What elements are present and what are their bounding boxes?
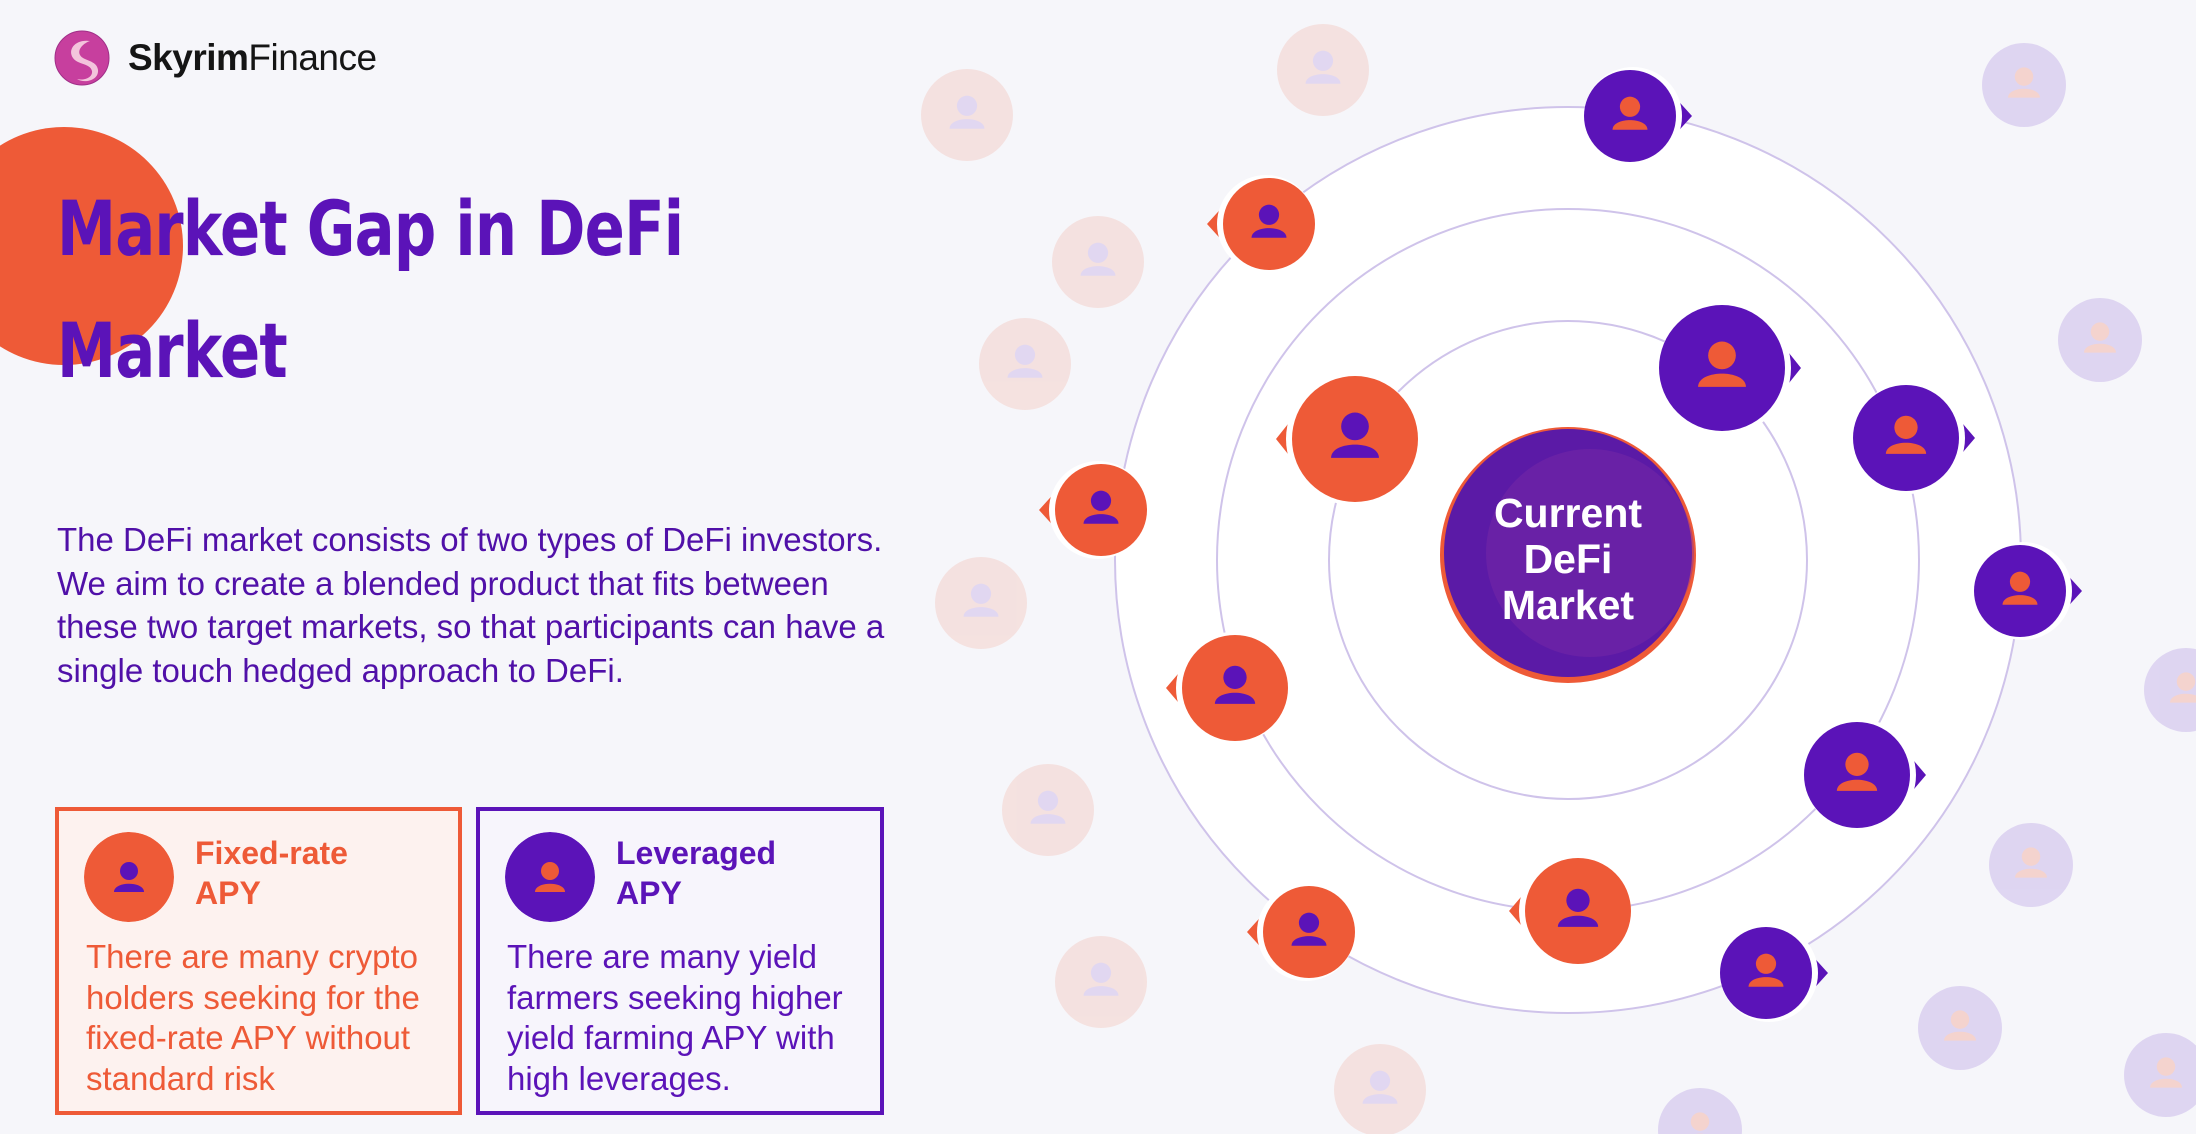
decorative-circle [0, 127, 183, 365]
purple-user-node [1804, 719, 1926, 831]
orange-user-node [1509, 855, 1631, 967]
faded-user-icon [1277, 24, 1369, 116]
faded-user-icon [921, 69, 1013, 161]
center-label-line-2: DeFi [1524, 536, 1613, 582]
center-bubble: Current DeFi Market [1440, 427, 1696, 683]
faded-user-icon [1982, 43, 2066, 127]
faded-user-icon [2124, 1033, 2196, 1117]
faded-user-icon [1918, 986, 2002, 1070]
faded-user-icon [1989, 823, 2073, 907]
faded-user-icon [1052, 216, 1144, 308]
faded-user-icon [2144, 648, 2196, 732]
card-heading: Fixed-rate APY [195, 835, 348, 911]
purple-user-node [1584, 67, 1692, 165]
card-heading: Leveraged APY [616, 835, 777, 911]
purple-user-node [1720, 924, 1828, 1022]
title-line-2: Market [57, 306, 288, 395]
faded-user-icon [1055, 936, 1147, 1028]
card-text: There are many crypto holders seeking fo… [86, 938, 420, 1097]
title-line-1: Market Gap in DeFi [57, 184, 684, 273]
description-paragraph: The DeFi market consists of two types of… [57, 521, 885, 689]
brand-name: SkyrimFinance [128, 37, 377, 78]
faded-user-icon [1658, 1088, 1742, 1134]
purple-user-node [1659, 302, 1801, 434]
user-icon [84, 832, 174, 922]
faded-user-icon [1002, 764, 1094, 856]
orange-user-node [1039, 461, 1147, 559]
orange-user-node [1166, 632, 1288, 744]
user-icon [505, 832, 595, 922]
orange-user-node [1247, 883, 1355, 981]
faded-user-icon [935, 557, 1027, 649]
logo-mark-icon [54, 30, 110, 86]
brand-logo[interactable]: SkyrimFinance [54, 30, 377, 86]
faded-user-icon [1334, 1044, 1426, 1134]
market-diagram: Current DeFi Market [921, 24, 2196, 1134]
orange-user-node [1207, 175, 1315, 273]
card-text: There are many yield farmers seeking hig… [507, 938, 843, 1097]
center-label-line-1: Current [1494, 490, 1642, 536]
page-title: Market Gap in DeFi Market [57, 168, 684, 412]
orange-user-node [1276, 373, 1418, 505]
faded-user-icon [979, 318, 1071, 410]
purple-user-node [1974, 542, 2082, 640]
card-leveraged-apy: Leveraged APY There are many yield farme… [476, 807, 884, 1115]
card-fixed-rate-apy: Fixed-rate APY There are many crypto hol… [55, 807, 462, 1115]
center-label-line-3: Market [1502, 582, 1635, 628]
faded-user-icon [2058, 298, 2142, 382]
purple-user-node [1853, 382, 1975, 494]
